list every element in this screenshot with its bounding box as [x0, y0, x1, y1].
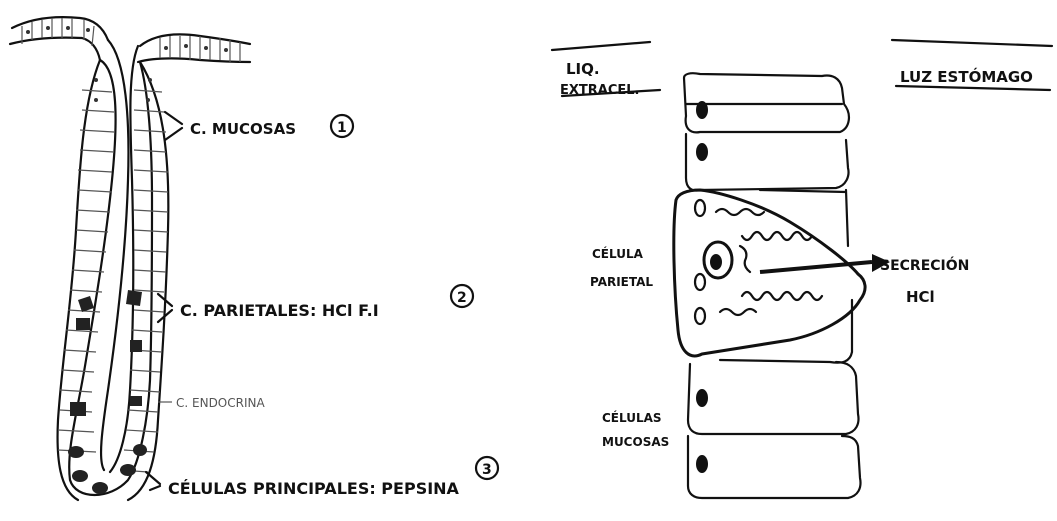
label-celulas: CÉLULAS: [602, 410, 662, 425]
label-parietales-number: 2: [457, 290, 467, 306]
label-parietales: C. PARIETALES: HCl F.I: [180, 301, 379, 320]
label-hcl: HCl: [906, 288, 935, 306]
label-mucosas: C. MUCOSAS: [190, 120, 296, 138]
label-mucosas-number: 1: [337, 120, 347, 136]
label-principales-number: 3: [482, 462, 492, 478]
label-liq: LIQ.: [566, 60, 600, 78]
label-endocrina: C. ENDOCRINA: [176, 396, 265, 410]
label-parietal: PARIETAL: [590, 275, 653, 289]
number-2-circle: [449, 283, 475, 309]
label-celula: CÉLULA: [592, 246, 644, 261]
gastric-gland-drawing: [8, 16, 252, 502]
left-labels: C. MUCOSAS 1 C. PARIETALES: HCl F.I 2 C.…: [144, 110, 500, 498]
label-mucosas-right: MUCOSAS: [602, 435, 669, 449]
label-extracel: EXTRACEL.: [560, 83, 640, 98]
label-secrecion: SECRECIÓN: [880, 256, 969, 274]
label-principales: CÉLULAS PRINCIPALES: PEPSINA: [168, 479, 460, 498]
number-3-circle: [474, 455, 500, 481]
epithelium-drawing: [550, 38, 1054, 500]
right-labels: LIQ. EXTRACEL. LUZ ESTÓMAGO CÉLULA PARIE…: [560, 60, 1033, 449]
number-1-circle: [329, 113, 355, 139]
label-luz-estomago: LUZ ESTÓMAGO: [900, 67, 1033, 86]
